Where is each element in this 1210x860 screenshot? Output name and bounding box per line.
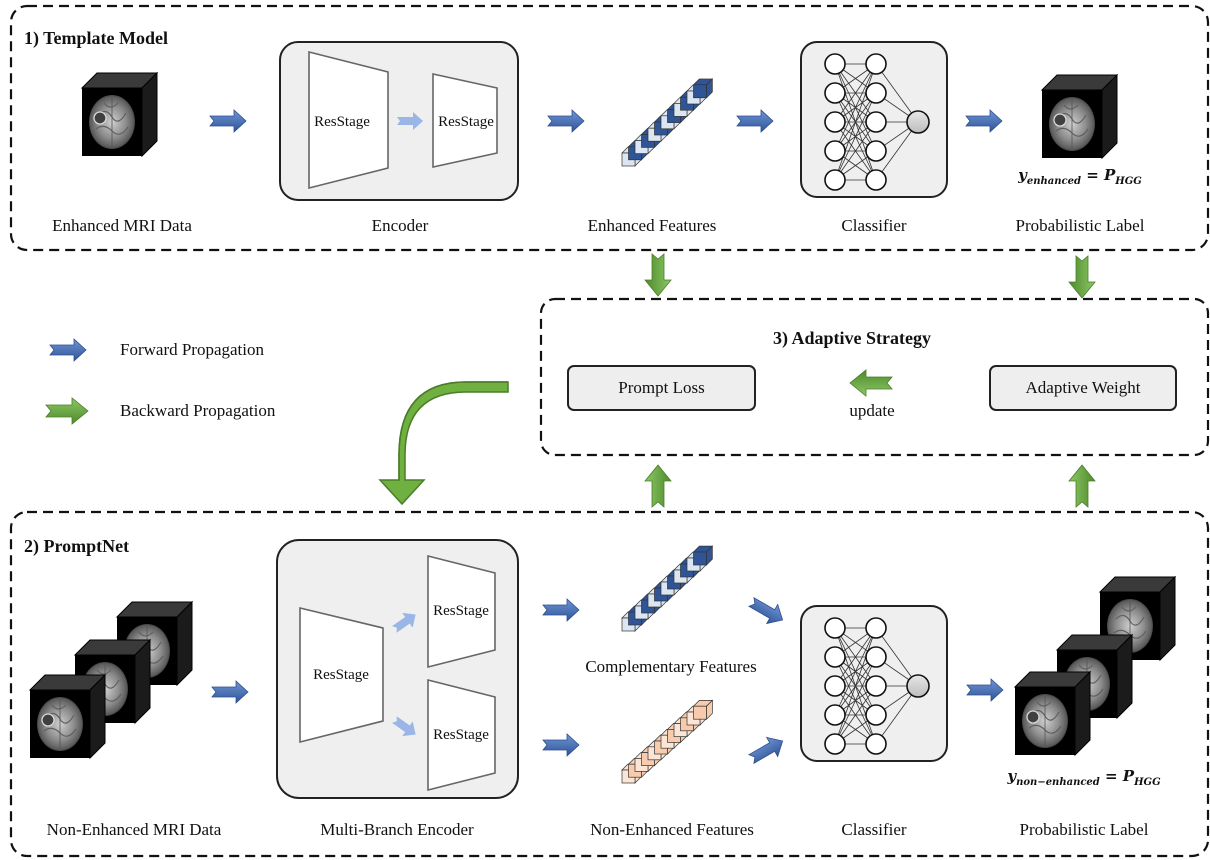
forward-arrow: [745, 731, 789, 769]
feature-cell: [693, 551, 707, 566]
forward-arrow: [736, 109, 774, 133]
enhanced-label-formula: yenhanced = PHGG: [1018, 166, 1142, 187]
update-arrow: [849, 369, 893, 397]
update-label: update: [849, 401, 895, 420]
encoder-stage-1-label: ResStage: [314, 114, 370, 130]
curved-backward-arrow: [378, 381, 509, 506]
template-model-frame: [9, 4, 1210, 252]
enhanced-features-label: Enhanced Features: [587, 216, 717, 235]
probabilistic-label-cube: [1042, 75, 1117, 158]
forward-arrow: [211, 680, 249, 704]
forward-arrow: [745, 592, 789, 630]
non-enhanced-feature-vector: [621, 699, 714, 784]
adaptive-strategy-title: 3) Adaptive Strategy: [773, 328, 931, 348]
main-stage-label: ResStage: [313, 667, 369, 683]
non-enhanced-mri-label: Non-Enhanced MRI Data: [46, 820, 222, 839]
encoder-stage-2-label: ResStage: [438, 114, 494, 130]
prompt-loss-box: Prompt Loss: [567, 365, 756, 411]
complementary-features-label: Complementary Features: [585, 657, 757, 676]
legend-forward-arrow: [49, 338, 87, 362]
non-enhanced-label-formula: ynon−enhanced = PHGG: [1007, 767, 1161, 788]
feature-cell: [693, 705, 707, 720]
non-enhanced-mri-stack: [30, 601, 193, 758]
backward-arrow-down: [1068, 255, 1096, 299]
backward-arrow-down: [644, 253, 672, 297]
enhanced-mri-label: Enhanced MRI Data: [52, 216, 192, 235]
bottom-stage-shape: [427, 678, 496, 792]
legend-forward-label: Forward Propagation: [120, 340, 265, 359]
forward-arrow: [209, 109, 247, 133]
legend-backward-arrow: [45, 397, 89, 425]
legend-backward-label: Backward Propagation: [120, 401, 276, 420]
classifier-label: Classifier: [841, 820, 907, 839]
classifier-label: Classifier: [841, 216, 907, 235]
backward-arrow-up: [644, 464, 672, 508]
main-stage-shape: [299, 606, 384, 744]
forward-arrow: [547, 109, 585, 133]
feature-cell: [693, 84, 707, 99]
promptnet-frame: [9, 510, 1210, 858]
enhanced-feature-vector: [621, 78, 714, 167]
probabilistic-label-title: Probabilistic Label: [1015, 216, 1145, 235]
classifier-network: [800, 605, 948, 762]
template-model-title: 1) Template Model: [24, 28, 168, 48]
complementary-feature-vector: [621, 545, 714, 632]
multi-branch-encoder-label: Multi-Branch Encoder: [320, 820, 474, 839]
encoder-stage-1-shape: [308, 50, 389, 190]
encoder-label: Encoder: [371, 216, 429, 235]
forward-arrow: [542, 598, 580, 622]
forward-arrow: [965, 109, 1003, 133]
adaptive-strategy-frame: [539, 297, 1210, 457]
adaptive-weight-box: Adaptive Weight: [989, 365, 1177, 411]
forward-arrow: [966, 678, 1004, 702]
top-stage-shape: [427, 554, 496, 669]
promptnet-title: 2) PromptNet: [24, 536, 130, 556]
encoder-stage-2-shape: [432, 73, 498, 168]
top-stage-label: ResStage: [433, 603, 489, 619]
probabilistic-label-stack: [1015, 576, 1176, 755]
backward-arrow-up: [1068, 464, 1096, 508]
probabilistic-label-title: Probabilistic Label: [1019, 820, 1149, 839]
enhanced-mri-cube: [82, 73, 157, 156]
classifier-network: [800, 41, 948, 198]
non-enhanced-features-label: Non-Enhanced Features: [590, 820, 754, 839]
forward-arrow: [542, 733, 580, 757]
bottom-stage-label: ResStage: [433, 727, 489, 743]
